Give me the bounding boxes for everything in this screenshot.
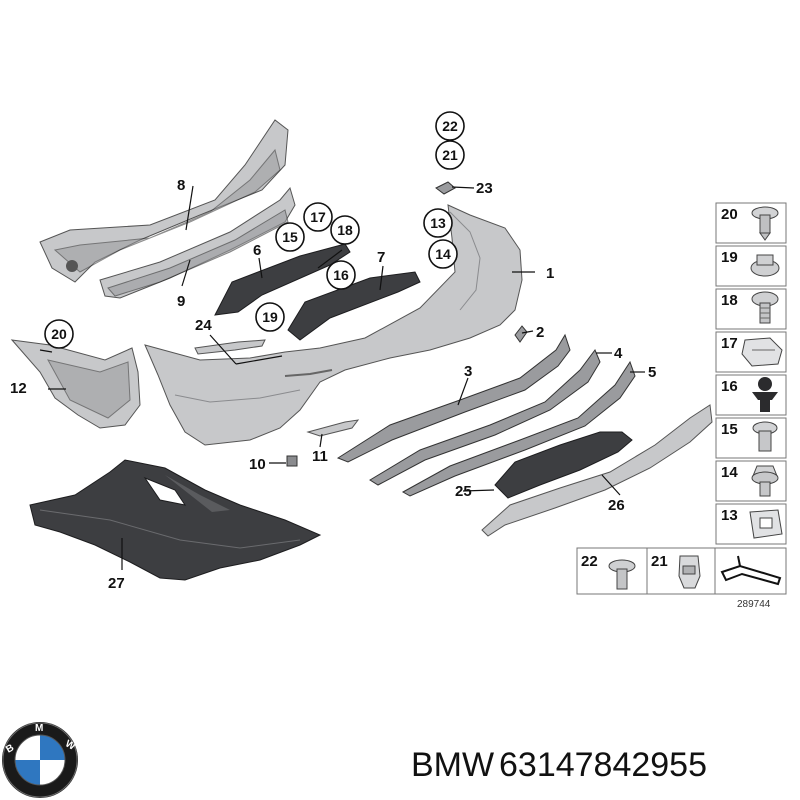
callout-5: 5	[648, 364, 656, 381]
legend-label-20: 20	[721, 206, 738, 223]
callout-23: 23	[476, 180, 493, 197]
part-5-strip	[401, 360, 636, 497]
leader-lines	[39, 185, 645, 570]
circled-callouts: 22 21 13 14 17 18 15 16 19 20	[44, 111, 465, 349]
legend-label-22: 22	[581, 553, 598, 570]
callout-18: 18	[337, 222, 353, 238]
fastener-22-icon	[608, 559, 636, 590]
callout-15: 15	[282, 229, 298, 245]
part-7-bracket	[287, 271, 421, 341]
legend-label-21: 21	[651, 553, 668, 570]
caption-part-number: 63147842955	[499, 746, 707, 784]
bmw-logo: B M W	[2, 722, 78, 798]
part-23-clip	[435, 181, 456, 195]
callout-3: 3	[464, 363, 472, 380]
part-27-underbody-shield	[29, 459, 322, 581]
callout-25: 25	[455, 483, 472, 500]
legend-label-19: 19	[721, 249, 738, 266]
legend-label-17: 17	[721, 335, 738, 352]
part-10-clip	[286, 455, 298, 467]
callout-22: 22	[442, 118, 458, 134]
part-9-carrier	[99, 186, 296, 299]
callout-19: 19	[262, 309, 278, 325]
legend-label-16: 16	[721, 378, 738, 395]
fastener-20-icon	[751, 206, 779, 241]
part-25-panel	[494, 431, 633, 499]
part-8-carrier	[39, 119, 289, 283]
part-11-reflector	[306, 419, 360, 437]
part-4-strip	[369, 349, 601, 486]
part-6-bracket	[214, 243, 351, 316]
callout-24: 24	[195, 317, 212, 334]
legend-label-14: 14	[721, 464, 738, 481]
callout-2: 2	[536, 324, 544, 341]
fastener-14-icon	[751, 465, 779, 497]
callout-10: 10	[249, 456, 266, 473]
fastener-19-icon	[750, 254, 780, 277]
fastener-18-icon	[751, 291, 779, 324]
callout-21: 21	[442, 147, 458, 163]
part-12-bracket	[10, 339, 141, 429]
callout-11: 11	[312, 448, 328, 465]
orientation-arrow-icon	[720, 555, 782, 586]
callout-20: 20	[51, 326, 67, 342]
callout-13: 13	[430, 215, 446, 231]
legend-label-18: 18	[721, 292, 738, 309]
legend-label-15: 15	[721, 421, 738, 438]
callout-labels: 1 2 3 4 5 6 7 8 9 10 11 12 23 24 25 26 2…	[10, 177, 656, 592]
caption-brand: BMW	[411, 746, 494, 784]
callout-26: 26	[608, 497, 625, 514]
callout-16: 16	[333, 267, 349, 283]
part-1-bumper-cover	[144, 204, 523, 446]
fastener-15-icon	[752, 421, 778, 452]
callout-27: 27	[108, 575, 125, 592]
callout-1: 1	[546, 265, 554, 282]
fastener-21-icon	[678, 555, 701, 589]
part-26-strip	[481, 404, 713, 537]
callout-12: 12	[10, 380, 27, 397]
fastener-17-icon	[741, 337, 783, 367]
callout-9: 9	[177, 293, 185, 310]
callout-14: 14	[435, 246, 451, 262]
part-2-clip	[514, 325, 528, 343]
callout-8: 8	[177, 177, 185, 194]
fastener-legend: 20 19 18 17 16 15 14 13	[576, 202, 787, 610]
legend-label-13: 13	[721, 507, 738, 524]
fastener-13-icon	[749, 509, 783, 539]
svg-text:M: M	[35, 723, 43, 734]
fastener-16-icon	[752, 377, 778, 412]
drawing-number: 289744	[737, 599, 771, 610]
svg-text:B: B	[4, 742, 16, 755]
callout-4: 4	[614, 345, 623, 362]
callout-7: 7	[377, 249, 385, 266]
callout-6: 6	[253, 242, 261, 259]
part-24-strip	[194, 339, 266, 355]
callout-17: 17	[310, 209, 326, 225]
